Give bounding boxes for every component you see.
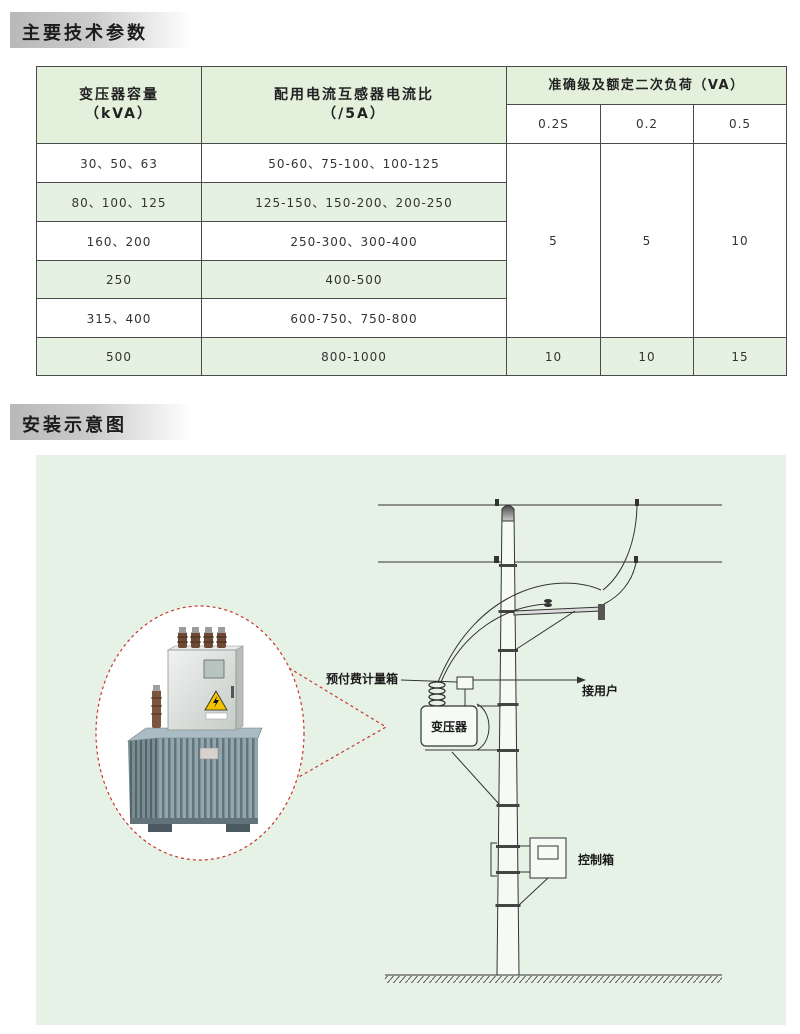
cabinet-window [203,659,225,679]
meter-box [456,676,474,690]
transformer-box [420,705,478,747]
section-heading-parameters: 主要技术参数 [10,12,192,48]
header-ct-ratio-unit: （/5A） [322,106,386,122]
label-transformer: 变压器 [431,719,468,734]
cell-capacity: 500 [36,337,202,376]
tank-leg [148,824,172,832]
bushing [177,627,188,648]
arrow-right-icon [577,676,586,684]
line-insulators [494,499,639,563]
cell-ct-ratio: 800-1000 [201,337,507,376]
cross-arm-brace [514,610,576,651]
cell-burden-0-2: 10 [600,337,694,376]
cell-capacity: 315、400 [36,298,202,338]
control-box [529,837,567,879]
section-title-installation: 安装示意图 [22,415,127,436]
warning-plate [205,712,228,720]
pole-bracket [490,842,497,877]
header-ct-ratio: 配用电流互感器电流比 （/5A） [201,66,507,144]
bushing [190,627,201,648]
cell-capacity: 160、200 [36,221,202,261]
platform-brace [451,751,500,805]
bushing [203,627,214,648]
table-row: 160、200 250-300、300-400 [36,221,787,261]
cross-arm [513,606,602,616]
hv-lead-wire [440,603,549,683]
pole-top [501,505,515,522]
header-ct-ratio-label: 配用电流互感器电流比 [274,87,434,103]
transformer-tank-side [476,703,490,751]
metering-cabinet [166,645,245,731]
header-capacity: 变压器容量 （kVA） [36,66,202,144]
cell-ct-ratio: 250-300、300-400 [201,221,507,261]
tank-lid [126,727,263,742]
side-bushing [151,685,162,728]
diagram-labels: 预付费计量箱 接用户 变压器 控制箱 [326,671,618,867]
cross-arm-insulator [544,603,552,607]
tank-side-fins [128,738,158,822]
cell-burden-0-2-merged: 5 [600,143,694,338]
pole-clamps [495,564,521,907]
meter-box-leader [400,679,458,683]
bushing [216,627,227,648]
cell-capacity: 250 [36,260,202,299]
header-accuracy-burden: 准确级及额定二次负荷（VA） [506,66,787,105]
lightning-bolt-icon [213,696,219,708]
label-control-box: 控制箱 [578,852,614,867]
table-row: 315、400 600-750、750-800 [36,298,787,338]
header-class-0-5: 0.5 [693,104,787,144]
transformer-photo [126,627,263,832]
header-class-0-2: 0.2 [600,104,694,144]
cell-burden-0-5-merged: 10 [693,143,787,338]
control-box-window [537,845,559,860]
coil-insulator [428,681,446,707]
installation-diagram: 预付费计量箱 接用户 变压器 控制箱 [95,499,722,983]
ground-hatch [385,976,722,983]
table-header-row: 变压器容量 （kVA） 配用电流互感器电流比 （/5A） 准确级及额定二次负荷（… [36,66,787,144]
table-row: 30、50、63 50-60、75-100、100-125 5 5 10 [36,143,787,338]
transformer-photo-callout [95,605,388,861]
callout-pointer [288,667,388,779]
cell-capacity: 80、100、125 [36,182,202,222]
cell-ct-ratio: 125-150、150-200、200-250 [201,182,507,222]
cabinet-handle [231,686,234,698]
table-row: 500 800-1000 10 10 15 [36,337,787,376]
cell-capacity: 30、50、63 [36,143,202,183]
table-subheader-row: 0.2S 0.2 0.5 [37,104,787,144]
label-meter-box: 预付费计量箱 [326,671,398,686]
drop-wire-upper [602,505,638,591]
tank-base [130,818,258,824]
hv-lead-wire [437,582,602,683]
installation-diagram-panel: 预付费计量箱 接用户 变压器 控制箱 [36,455,786,1025]
cross-arm-insulator [544,599,552,603]
cell-ct-ratio: 600-750、750-800 [201,298,507,338]
cell-burden-0-2s: 10 [506,337,601,376]
tank-leg [226,824,250,832]
cell-ct-ratio: 400-500 [201,260,507,299]
drop-fuse [598,604,605,620]
tank-nameplate [199,747,219,760]
hv-bushings [177,627,227,648]
label-to-user: 接用户 [582,683,618,698]
table-row: 80、100、125 125-150、150-200、200-250 [36,182,787,222]
control-box-brace [517,877,549,907]
header-capacity-label: 变压器容量 [79,87,159,103]
pole-schematic [378,499,722,983]
technical-parameters-table: 变压器容量 （kVA） 配用电流互感器电流比 （/5A） 准确级及额定二次负荷（… [36,66,787,376]
drop-wire-lower [603,562,637,605]
table-row: 250 400-500 [36,260,787,299]
cell-burden-0-2s-merged: 5 [506,143,601,338]
section-title-parameters: 主要技术参数 [22,23,148,44]
cell-ct-ratio: 50-60、75-100、100-125 [201,143,507,183]
section-heading-installation: 安装示意图 [10,404,192,440]
header-class-0-2s: 0.2S [506,104,601,144]
cell-burden-0-5: 15 [693,337,787,376]
header-capacity-unit: （kVA） [84,106,154,122]
